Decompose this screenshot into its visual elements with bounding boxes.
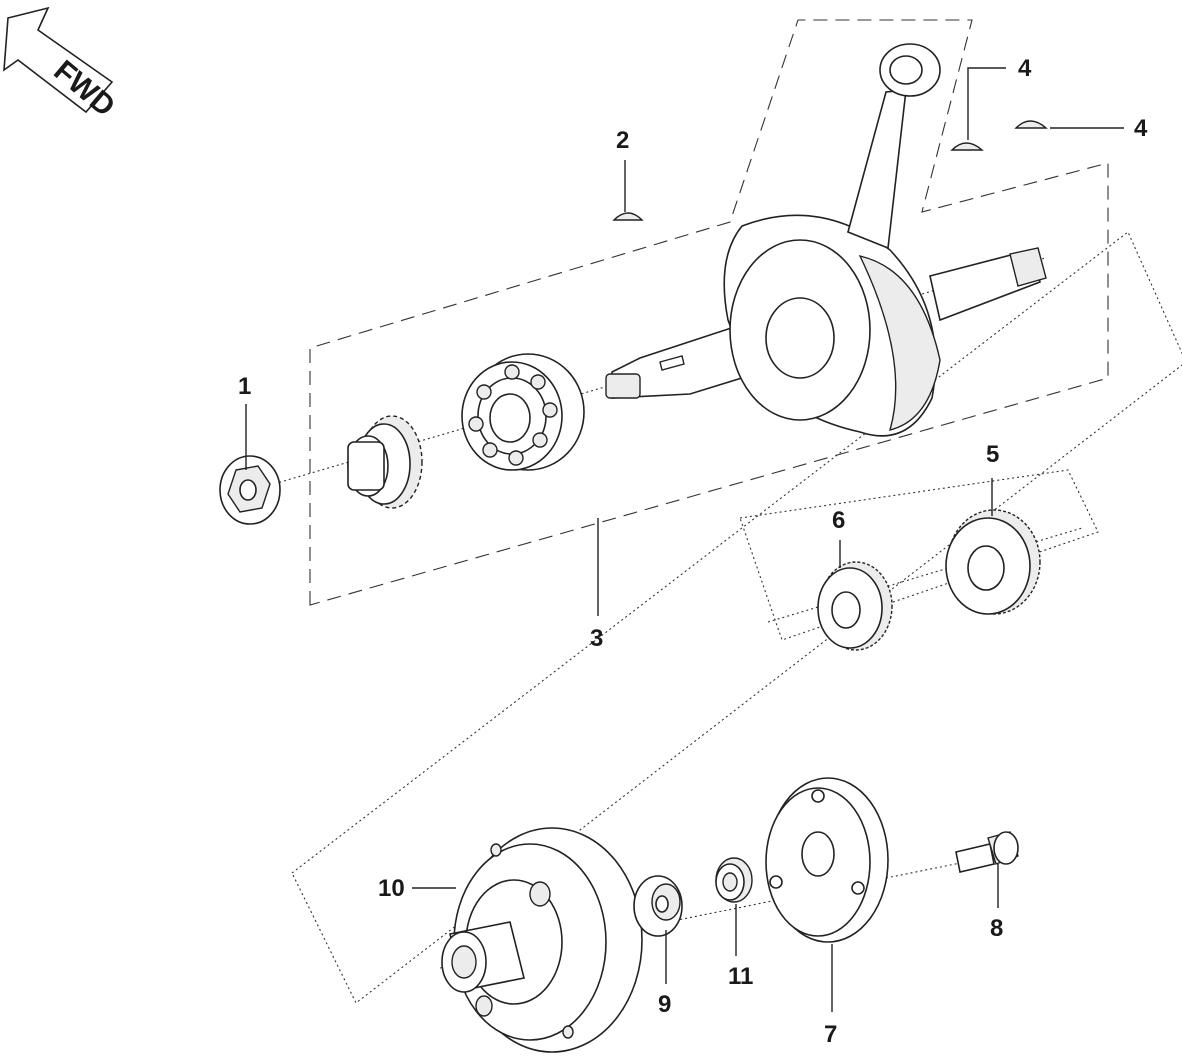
part-7-stator-plate [765, 777, 889, 943]
crankshaft-keyway [659, 355, 685, 371]
crank-web-hub [765, 297, 835, 379]
crankshaft-right-shaft [929, 249, 1041, 322]
part-4-woodruff-key-a [950, 142, 984, 151]
gear-set-boundary [739, 469, 1099, 641]
callout-4a: 4 [1018, 55, 1032, 82]
crank-counterweight [858, 254, 941, 431]
part-5-large-gear [945, 509, 1041, 615]
part-sprocket [347, 415, 423, 509]
part-6-small-gear [817, 561, 893, 651]
part-10-flywheel-rotor [441, 827, 643, 1053]
connecting-rod-small-end-bore [889, 55, 923, 85]
fwd-arrow-icon [3, 6, 114, 114]
leader-lines [245, 67, 1124, 1012]
part-8-bolt [955, 831, 1019, 873]
callout-8: 8 [990, 915, 1003, 942]
crankshaft-right-spline [1009, 247, 1047, 287]
crankshaft-assembly-boundary [309, 19, 1109, 606]
part-4-woodruff-key-b [1014, 120, 1048, 129]
callout-labels: 1 2 3 4 4 5 6 7 8 9 10 11 [238, 55, 1148, 1048]
part-1-flange-nut [219, 455, 281, 525]
crankshaft-thread-tip [605, 373, 641, 399]
callout-6: 6 [832, 507, 845, 534]
connecting-rod [847, 89, 907, 250]
callout-9: 9 [658, 991, 671, 1018]
callout-11: 11 [728, 963, 753, 990]
callout-7: 7 [824, 1021, 837, 1048]
part-2-woodruff-key [612, 212, 644, 221]
fwd-badge: FWD [3, 6, 121, 123]
callout-1: 1 [238, 373, 251, 400]
callout-4b: 4 [1134, 115, 1148, 142]
part-11-oil-seal [715, 857, 753, 903]
bearing-balls [468, 364, 558, 466]
part-3-crankshaft [605, 43, 1047, 437]
part-ball-bearing [461, 353, 585, 471]
part-9-flange-nut [633, 875, 683, 937]
callout-10: 10 [378, 875, 405, 902]
callout-2: 2 [616, 127, 629, 154]
callout-3: 3 [590, 625, 603, 652]
callout-5: 5 [986, 441, 999, 468]
